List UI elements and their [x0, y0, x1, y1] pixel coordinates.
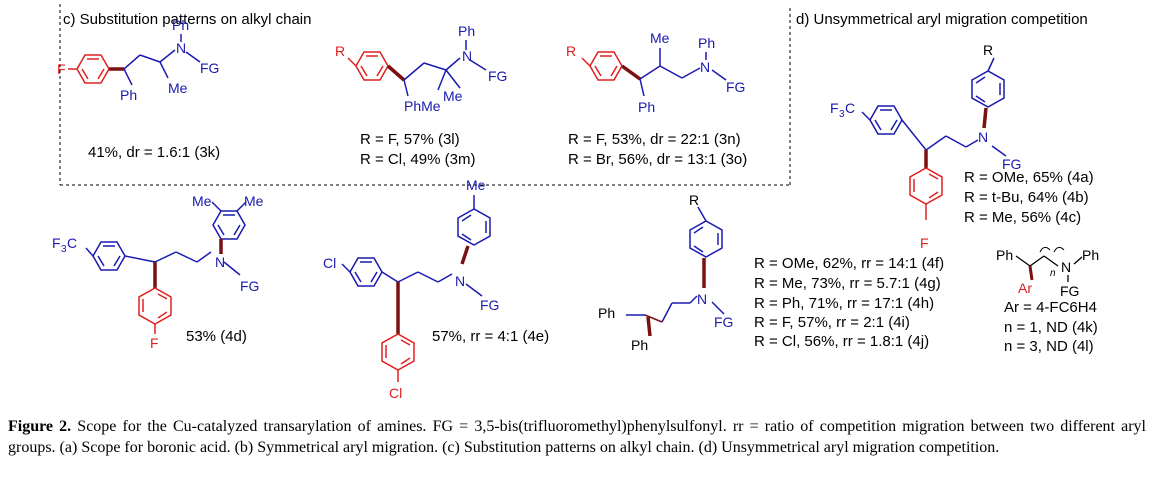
atom-N: N — [455, 273, 465, 289]
atom-F3C-sub: 3 — [839, 109, 845, 120]
atom-F: F — [150, 335, 159, 351]
atom-F: F — [920, 235, 929, 251]
atom-FG: FG — [480, 297, 499, 313]
structure-3l: R PhMe Me Me N Ph FG R = F, 57% (3l) R =… — [335, 23, 507, 168]
caption-text: Scope for the Cu-catalyzed transarylatio… — [8, 418, 1147, 456]
atom-Ph: Ph — [172, 17, 189, 33]
label-4b: R = t-Bu, 64% (4b) — [964, 189, 1089, 206]
label-3o: R = Br, 56%, dr = 13:1 (3o) — [568, 151, 747, 168]
atom-Ph: Ph — [996, 247, 1013, 263]
atom-F: F — [57, 61, 66, 77]
atom-FG: FG — [1060, 283, 1079, 299]
atom-F3C: F — [52, 235, 61, 251]
caption-label: Figure 2. — [8, 418, 72, 435]
panel-c-title: c) Substitution patterns on alkyl chain — [63, 11, 311, 28]
atom-N: N — [215, 254, 225, 270]
atom-F3C-C: C — [67, 235, 77, 251]
atom-Ph: Ph — [120, 87, 137, 103]
atom-Cl: Cl — [389, 385, 402, 401]
atom-Me: Me — [466, 177, 486, 193]
label-3m: R = Cl, 49% (3m) — [360, 151, 475, 168]
label-4a: R = OMe, 65% (4a) — [964, 169, 1094, 186]
structure-4d: F 3 C Me Me N FG F 53% (4d) — [52, 193, 264, 351]
label-4f: R = OMe, 62%, rr = 14:1 (4f) — [754, 255, 944, 272]
atom-Me: Me — [443, 88, 463, 104]
structure-3n: R Ph Me N Ph FG R = F, 53%, dr = 22:1 (3… — [566, 30, 747, 168]
atom-Me: Me — [192, 193, 212, 209]
label-3l: R = F, 57% (3l) — [360, 131, 460, 148]
atom-N: N — [462, 48, 472, 64]
label-ar-def: Ar = 4-FC6H4 — [1004, 299, 1097, 316]
structure-4k: Ph Ar n N Ph FG Ar = 4-FC6H4 n = 1, ND (… — [996, 246, 1099, 355]
atom-F3C-sub: 3 — [61, 244, 67, 255]
atom-FG: FG — [240, 278, 259, 294]
atom-N: N — [978, 129, 988, 145]
atom-Ph: Ph — [1082, 247, 1099, 263]
label-4h: R = Ph, 71%, rr = 17:1 (4h) — [754, 295, 934, 312]
atom-Cl: Cl — [323, 255, 336, 271]
atom-R: R — [983, 42, 993, 58]
atom-FG: FG — [200, 60, 219, 76]
label-3n: R = F, 53%, dr = 22:1 (3n) — [568, 131, 741, 148]
atom-F3C: F — [830, 100, 839, 116]
atom-Ar: Ar — [1018, 280, 1032, 296]
atom-F3C-C: C — [845, 100, 855, 116]
label-3k: 41%, dr = 1.6:1 (3k) — [88, 144, 220, 161]
atom-Ph: Ph — [638, 99, 655, 115]
atom-Me: Me — [650, 30, 670, 46]
structure-4f: R Ph Ph N FG R = OMe, 62%, rr = 14:1 (4f… — [598, 192, 944, 353]
atom-Ph: Ph — [698, 35, 715, 51]
atom-FG: FG — [726, 79, 745, 95]
label-4l: n = 3, ND (4l) — [1004, 338, 1094, 355]
atom-Ph: Ph — [631, 337, 648, 353]
label-4e: 57%, rr = 4:1 (4e) — [432, 328, 549, 345]
label-4c: R = Me, 56% (4c) — [964, 209, 1081, 226]
atom-Me: Me — [168, 80, 188, 96]
atom-R: R — [689, 192, 699, 208]
label-4i: R = F, 57%, rr = 2:1 (4i) — [754, 314, 910, 331]
atom-Ph: Ph — [458, 23, 475, 39]
atom-N: N — [1061, 259, 1071, 275]
atom-Me: Me — [244, 193, 264, 209]
scheme-figure: c) Substitution patterns on alkyl chain … — [52, 4, 1099, 401]
atom-N: N — [700, 59, 710, 75]
atom-R: R — [335, 43, 345, 59]
atom-N: N — [176, 40, 186, 56]
label-4d: 53% (4d) — [186, 328, 247, 345]
panel-d-title: d) Unsymmetrical aryl migration competit… — [796, 11, 1088, 28]
structure-3k: F Ph Me N Ph FG 41%, dr = 1.6:1 (3k) — [57, 17, 220, 161]
atom-FG: FG — [714, 314, 733, 330]
atom-R: R — [566, 43, 576, 59]
atom-FG: FG — [1002, 156, 1021, 172]
atom-FG: FG — [488, 68, 507, 84]
atom-PhMe: PhMe — [404, 98, 441, 114]
atom-n: n — [1050, 268, 1056, 279]
label-4j: R = Cl, 56%, rr = 1.8:1 (4j) — [754, 333, 929, 350]
structure-4a: F 3 C R N FG F R = OMe, 65% (4a) R = t-B… — [830, 42, 1094, 251]
structure-4e: Cl Me N FG Cl 57%, rr = 4:1 (4e) — [323, 177, 549, 401]
atom-N: N — [697, 291, 707, 307]
figure-caption: Figure 2. Scope for the Cu-catalyzed tra… — [8, 416, 1146, 458]
label-4k: n = 1, ND (4k) — [1004, 319, 1098, 336]
panel-borders — [59, 4, 791, 186]
atom-Ph: Ph — [598, 305, 615, 321]
label-4g: R = Me, 73%, rr = 5.7:1 (4g) — [754, 275, 941, 292]
